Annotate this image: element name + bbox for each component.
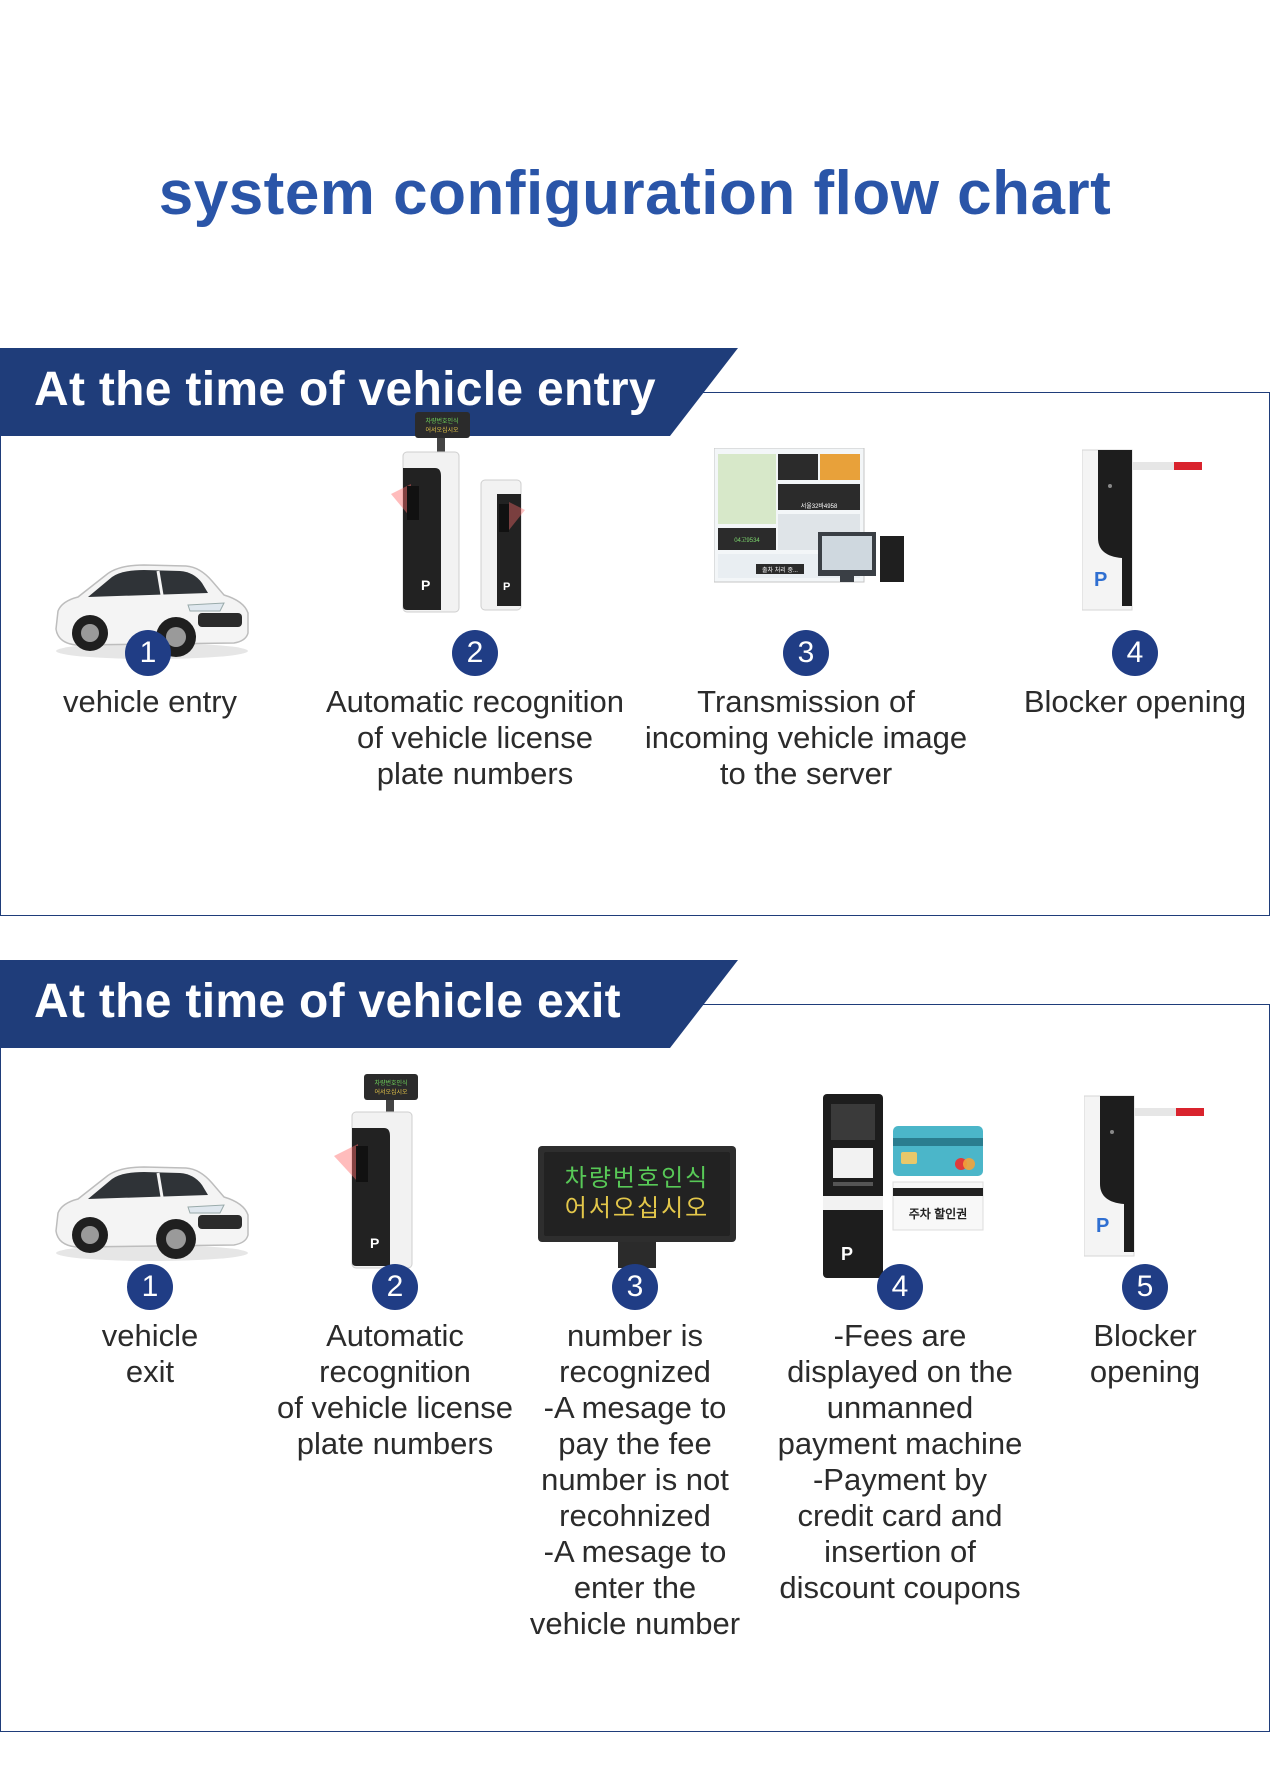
step-caption: Automatic recognition of vehicle license… (325, 684, 625, 791)
entry-step-4: P 4 Blocker opening (1000, 348, 1270, 918)
barrier-gate-icon: P (1083, 1094, 1224, 1265)
exit-step-5: P 5 Blocker opening (1040, 960, 1250, 1720)
payment-machine-icon: P 주차 할인권 (821, 1094, 991, 1285)
led-line-1: 차량번호인식 (565, 1165, 709, 1192)
svg-text:차량번호인식: 차량번호인식 (425, 417, 458, 425)
step-badge: 3 (612, 1264, 658, 1310)
step-badge: 1 (125, 630, 171, 676)
entry-step-2: 차량번호인식 어서오십시오 P P 2 Automatic recognitio… (305, 348, 645, 918)
status-text: 출차 처리 중... (762, 566, 798, 574)
exit-step-2: 차량번호인식 어서오십시오 P 2 Automatic recognition … (265, 960, 525, 1720)
lpr-kiosk-icon: 차량번호인식 어서오십시오 P (330, 1072, 440, 1277)
exit-heading: At the time of vehicle exit (34, 975, 621, 1028)
lpr-kiosk-icon: 차량번호인식 어서오십시오 P P (385, 410, 535, 625)
step-caption: number is recognized -A mesage to pay th… (529, 1318, 741, 1641)
exit-step-4: P 주차 할인권 4 -Fees are displayed on the un… (765, 960, 1035, 1720)
svg-text:P: P (1094, 569, 1107, 591)
exit-panel (0, 1004, 1270, 1732)
car-icon (48, 553, 253, 668)
step-badge: 3 (783, 630, 829, 676)
server-monitor-icon: 04고9534 서울32바4958 출차 처리 중... (713, 447, 910, 593)
svg-text:P: P (841, 1244, 853, 1264)
coupon-label: 주차 할인권 (909, 1206, 968, 1221)
exit-step-1: 1 vehicle exit (30, 960, 270, 1720)
barrier-gate-icon: P (1081, 448, 1222, 619)
exit-step-3: 차량번호인식 어서오십시오 3 number is recognized -A … (520, 960, 750, 1720)
step-caption: Automatic recognition of vehicle license… (276, 1318, 514, 1461)
page-title: system configuration flow chart (158, 159, 1112, 228)
step-badge: 4 (877, 1264, 923, 1310)
plate-text: 04고9534 (734, 537, 760, 544)
car-icon (48, 1155, 253, 1270)
led-display-icon: 차량번호인식 어서오십시오 (538, 1146, 736, 1275)
svg-text:P: P (370, 1235, 379, 1251)
svg-text:어서오십시오: 어서오십시오 (425, 426, 459, 434)
led-line-2: 어서오십시오 (565, 1195, 709, 1222)
step-badge: 5 (1122, 1264, 1168, 1310)
step-badge: 4 (1112, 630, 1158, 676)
plate-text: 서울32바4958 (801, 502, 838, 510)
entry-heading: At the time of vehicle entry (34, 363, 656, 416)
exit-section: At the time of vehicle exit 1 vehicle ex… (0, 960, 1270, 1740)
step-badge: 2 (452, 630, 498, 676)
step-caption: vehicle entry (62, 684, 238, 719)
svg-text:P: P (421, 577, 430, 593)
entry-step-3: 04고9534 서울32바4958 출차 처리 중... 3 Transmiss… (638, 348, 974, 918)
step-badge: 1 (127, 1264, 173, 1310)
entry-section: At the time of vehicle entry 1 vehicle e… (0, 348, 1270, 918)
step-caption: vehicle exit (101, 1318, 199, 1389)
step-caption: Transmission of incoming vehicle image t… (644, 684, 968, 791)
svg-text:P: P (503, 581, 510, 593)
step-badge: 2 (372, 1264, 418, 1310)
step-caption: Blocker opening (1023, 684, 1247, 719)
svg-text:P: P (1096, 1215, 1109, 1237)
entry-step-1: 1 vehicle entry (0, 348, 300, 918)
entry-banner (0, 348, 740, 438)
step-caption: -Fees are displayed on the unmanned paym… (777, 1318, 1023, 1605)
step-caption: Blocker opening (1089, 1318, 1201, 1389)
svg-text:차량번호인식: 차량번호인식 (374, 1079, 407, 1087)
exit-banner (0, 960, 740, 1050)
svg-text:어서오십시오: 어서오십시오 (374, 1088, 408, 1096)
